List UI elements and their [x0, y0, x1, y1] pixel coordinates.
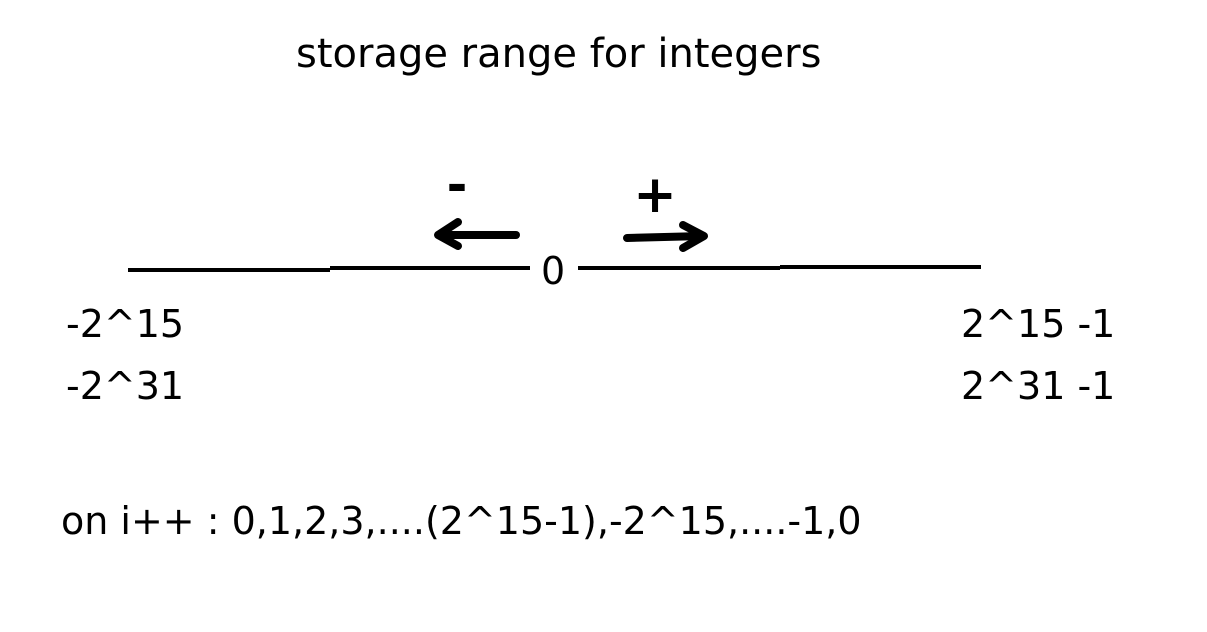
max-value-16bit: 2^15 -1	[961, 302, 1116, 346]
positive-sign-icon: +	[633, 165, 677, 225]
positive-direction-arrow-icon	[623, 221, 708, 252]
max-value-32bit: 2^31 -1	[961, 364, 1116, 408]
overflow-sequence-note: on i++ : 0,1,2,3,....(2^15-1),-2^15,....…	[61, 499, 862, 543]
origin-label: 0	[541, 249, 566, 293]
diagram-title: storage range for integers	[296, 31, 822, 77]
min-value-16bit: -2^15	[66, 302, 185, 346]
negative-sign-icon: -	[447, 156, 468, 214]
min-value-32bit: -2^31	[66, 364, 185, 408]
negative-direction-arrow-icon	[434, 218, 520, 250]
